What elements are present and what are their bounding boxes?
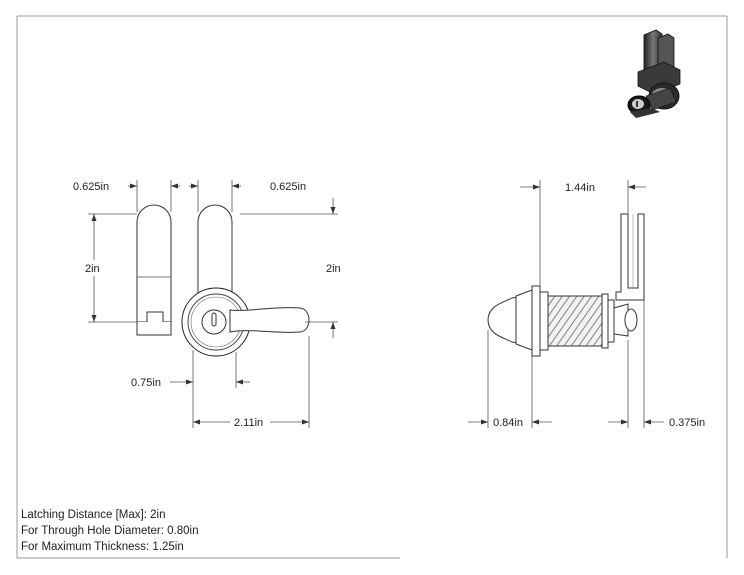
front-view-dimensions xyxy=(88,180,338,428)
dim-overall-width: 2.11in xyxy=(234,417,263,429)
note-through-hole-diameter: For Through Hole Diameter: 0.80in xyxy=(21,525,199,537)
front-view xyxy=(136,204,310,357)
side-view-dimension-labels: 1.44in 0.84in 0.375in xyxy=(493,182,705,429)
dim-offset-bottom: 0.75in xyxy=(131,377,161,389)
dim-left-top-width-a: 0.625in xyxy=(73,181,109,193)
front-view-dimension-labels: 0.625in 0.625in 2in 2in 0.75in 2.11in xyxy=(73,181,341,429)
side-view xyxy=(487,213,645,357)
dim-side-bottom-right: 0.375in xyxy=(669,417,705,429)
drawing-frame xyxy=(16,15,728,559)
dim-side-bottom-left: 0.84in xyxy=(493,417,523,429)
dim-left-height-a: 2in xyxy=(85,263,100,275)
dim-left-height-b: 2in xyxy=(326,263,341,275)
dim-side-depth: 1.44in xyxy=(565,182,595,194)
isometric-cam-lock-thumbnail xyxy=(627,29,681,118)
side-view-dimensions xyxy=(468,180,664,428)
note-latching-distance: Latching Distance [Max]: 2in xyxy=(21,509,166,521)
dim-left-top-width-b: 0.625in xyxy=(270,181,306,193)
note-maximum-thickness: For Maximum Thickness: 1.25in xyxy=(21,541,184,553)
